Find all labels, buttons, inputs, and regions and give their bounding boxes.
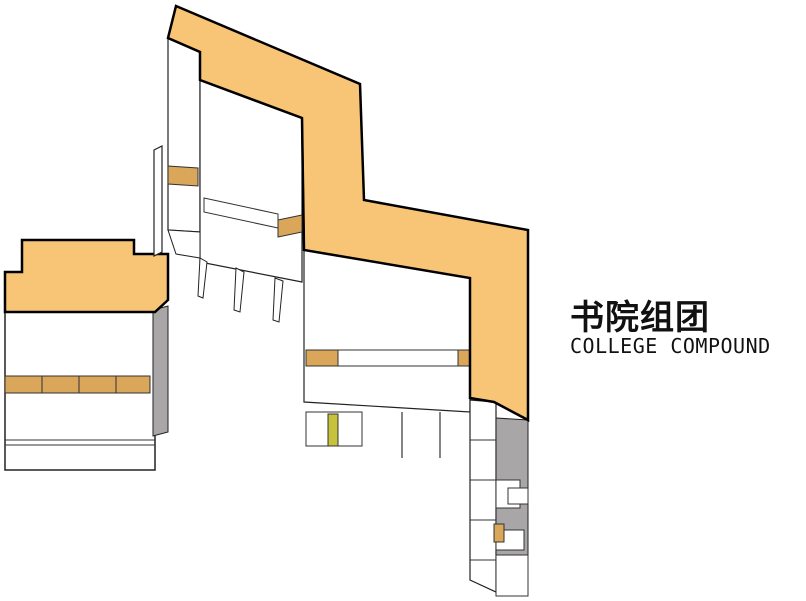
right-tower-wall [469,399,497,593]
column [197,257,208,299]
main-roof [166,4,530,423]
left-building-wood-band [4,375,151,394]
column [233,267,245,313]
left-building [3,238,170,471]
tower-wall [167,37,201,233]
column [272,277,284,323]
main-building [166,4,530,597]
title-chinese: 书院组团 [570,298,710,338]
central-narrow-strip [153,145,163,257]
title-english: COLLEGE COMPOUND [570,334,771,358]
junction-supports [167,229,201,259]
left-building-shadow [152,305,169,437]
accent-door [327,413,339,447]
wood-panel [493,523,505,543]
left-building-roof [3,238,170,314]
